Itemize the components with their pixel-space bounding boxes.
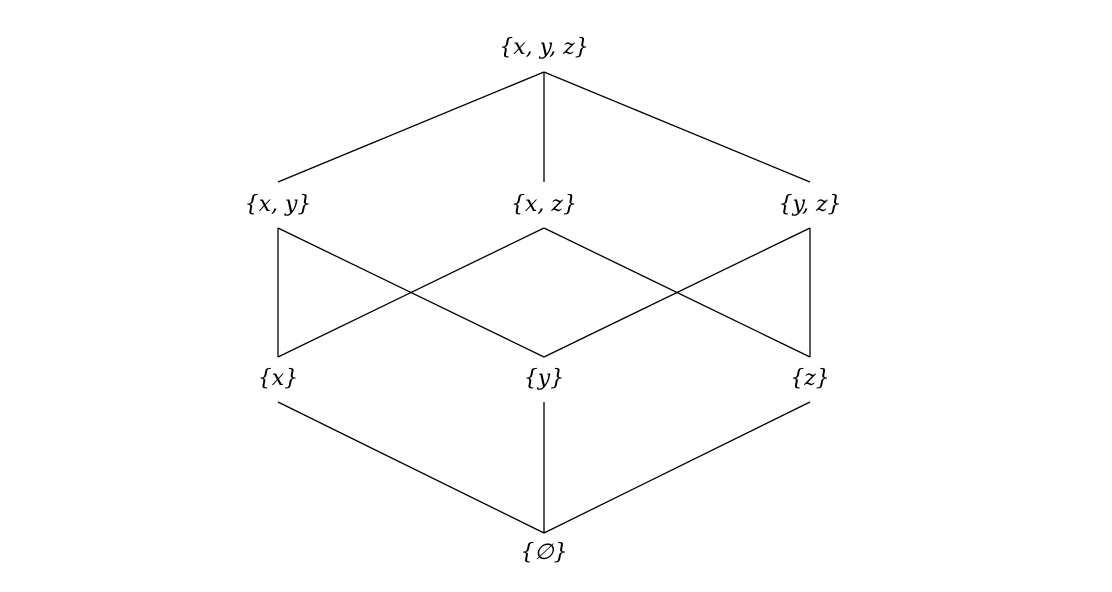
node-xyz: {x, y, z} [499,35,589,60]
edge-xz-x [277,227,545,358]
node-xz: {x, z} [511,192,577,217]
node-x: {x} [257,366,299,391]
node-yz: {y, z} [778,192,842,217]
edge-x-empty [277,401,545,534]
edge-xyz-yz [543,71,811,183]
edge-yz-y [543,227,811,358]
node-z: {z} [790,366,830,391]
edge-xyz-xy [277,71,545,183]
edge-z-empty [543,401,811,534]
node-xy: {x, y} [244,192,312,217]
node-y: {y} [523,366,565,391]
node-empty: {∅} [520,540,568,565]
